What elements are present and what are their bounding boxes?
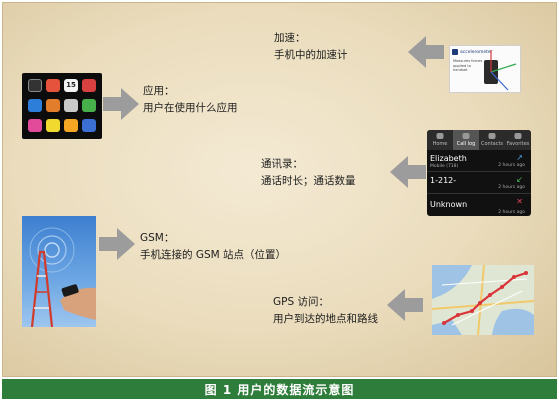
settings-app-icon [28,79,42,92]
accel-label-desc: 手机中的加速计 [274,49,348,61]
x-axis [490,63,517,73]
gps-label-title: GPS 访问： [273,296,329,308]
info-app-icon [82,79,96,92]
accel-header: accelerometer [452,48,493,56]
calendar-day: 15 [66,81,76,89]
home-icon [436,133,444,139]
tools-app-icon [46,99,60,112]
tab-home: Home [427,130,453,150]
app-label-title: 应用： [143,85,175,97]
calendar-app-icon: 15 [64,79,78,92]
arrow-left-gps [387,289,423,321]
call-log-tabs: Home Call log Contacts Favorites [427,130,531,150]
outgoing-call-icon: ↗ [516,153,523,162]
figure-caption: 图 1 用户的数据流示意图 [2,379,557,399]
arrow-left-contacts [390,156,426,188]
tab-call-log: Call log [453,130,479,150]
route-point [524,271,528,275]
music-app-icon [82,99,96,112]
gsm-tower-thumbnail [22,216,96,327]
incoming-call-icon: ↙ [516,175,523,184]
route-point [478,301,482,305]
apps-thumbnail: 15 [22,73,102,139]
mail-app-icon [28,99,42,112]
missed-call-icon: ✕ [516,197,523,206]
contacts-icon [488,133,496,139]
gps-label-desc: 用户到达的地点和路线 [273,313,378,325]
route-point [500,285,504,289]
contacts-label-title: 通讯录： [261,158,303,170]
arrow-right-app [103,88,139,120]
highway [477,265,485,335]
gps-route [443,271,527,324]
gsm-label: GSM： 手机连接的 GSM 站点（位置） [140,230,286,264]
accel-label-title: 加速： [274,32,306,44]
diagram-panel: 15 accelerometer Measures forces ap [2,2,557,377]
route-point [456,313,460,317]
browser-app-icon [82,119,96,132]
app-label-desc: 用户在使用什么应用 [143,102,238,114]
gsm-label-desc: 手机连接的 GSM 站点（位置） [140,249,287,261]
highway [432,300,534,310]
timer-app-icon [46,79,60,92]
street [441,278,528,286]
notes-app-icon [46,119,60,132]
call-log-icon [462,133,470,139]
call-row: Elizabeth Mobile (718) 2 hours ago ↗ [427,151,531,172]
call-row: Unknown 2 hours ago ✕ [430,197,525,215]
arrow-left-accel [408,36,444,68]
accel-note: Measures forces applied to handset [453,59,483,72]
water-area [432,265,472,299]
arrow-right-gsm [99,228,135,260]
gps-map-thumbnail [432,265,534,335]
gps-label: GPS 访问： 用户到达的地点和路线 [273,294,378,328]
app-label: 应用： 用户在使用什么应用 [143,83,238,117]
contacts-label: 通讯录： 通话时长；通话数量 [261,156,356,190]
gallery-app-icon [64,99,78,112]
route-point [470,309,474,313]
water-area [492,308,534,335]
street [451,290,523,326]
tab-contacts: Contacts [479,130,505,150]
route-point [512,275,516,279]
accel-logo-icon [452,49,458,55]
photos-app-icon [64,119,78,132]
contacts-label-desc: 通话时长；通话数量 [261,175,356,187]
gsm-label-title: GSM： [140,232,175,244]
call-log-thumbnail: Home Call log Contacts Favorites Elizabe… [427,130,531,216]
accelerometer-thumbnail: accelerometer Measures forces applied to… [449,45,521,93]
tab-favorites: Favorites [505,130,531,150]
route-point [488,293,492,297]
call-row: 1-212- 2 hours ago ↙ [427,173,531,194]
game-app-icon [28,119,42,132]
star-icon [514,133,522,139]
z-axis [490,71,509,91]
route-point [442,321,446,325]
accel-label: 加速： 手机中的加速计 [274,30,348,64]
